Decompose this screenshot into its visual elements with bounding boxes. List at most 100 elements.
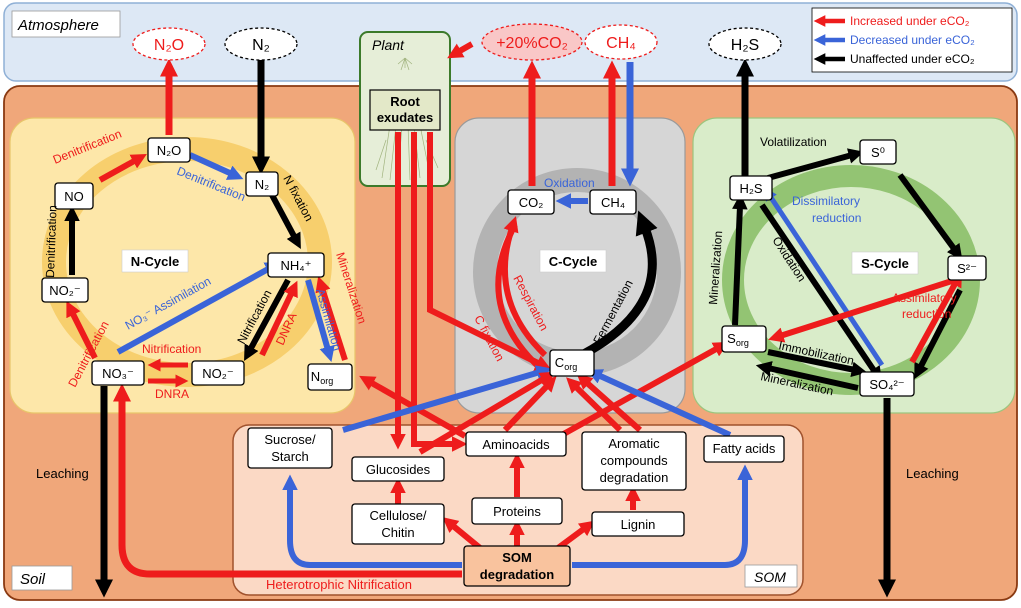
gas-n2-bubble	[224, 27, 298, 61]
s-label-dissimilatory-line1: Dissimilatory	[792, 194, 860, 208]
gas-co2-label: +20%CO₂	[496, 35, 568, 52]
leaching-right-label: Leaching	[906, 466, 959, 481]
som-label: SOM	[754, 569, 786, 585]
arrow-nh4-to-no2-nitrification	[244, 278, 291, 361]
arrow-n2o-to-n2	[188, 152, 244, 180]
arrows-layer	[64, 41, 963, 598]
som-node-degradation-line1: SOM	[502, 550, 532, 565]
root-exudates-label-line1: Root	[390, 94, 420, 109]
som-node-lignin-box	[591, 511, 685, 537]
s-label-volatilization: Volatilization	[760, 135, 827, 149]
s-node-sorg-box	[721, 325, 767, 353]
n-node-n2: N₂	[255, 177, 269, 192]
s-node-h2s-box	[729, 175, 773, 201]
som-node-aromatic-line2: compounds	[600, 453, 668, 468]
legend-unaffected-label: Unaffected under eCO₂	[850, 52, 975, 66]
s-node-h2s: H₂S	[739, 181, 762, 196]
arrow-no2-to-nh4-dnra	[259, 280, 298, 357]
som-node-cellulose-line1: Cellulose/	[369, 508, 426, 523]
arrow-heterotrophic-nitrification	[112, 383, 462, 578]
n-cycle-title: N-Cycle	[131, 254, 179, 269]
arrow-n2-to-nh4	[269, 193, 301, 250]
c-node-co2: CO₂	[519, 195, 544, 210]
gas-ch4-bubble	[584, 24, 658, 60]
arrow-sorg-to-h2s	[732, 193, 748, 326]
arrow-som-to-sucrose	[282, 474, 462, 568]
n-label-dnra-bottom: DNRA	[155, 387, 189, 401]
n-label-denitrification-left: Denitrification	[43, 205, 60, 278]
arrow-s0-to-s2	[897, 173, 963, 261]
som-node-fatty-acids: Fatty acids	[713, 441, 776, 456]
arrow-norg-to-nh4-mineralization	[315, 276, 348, 361]
arrow-so4-to-s2	[909, 271, 963, 364]
gas-co2-bubble	[481, 23, 583, 61]
c-cycle-title: C-Cycle	[549, 254, 597, 269]
som-node-sucrose-box	[247, 427, 333, 469]
gas-n2o-label: N₂O	[154, 37, 184, 54]
gas-n2-label: N₂	[252, 37, 270, 54]
arrow-aminoacids-to-corg	[502, 375, 557, 433]
s-node-so4: SO₄²⁻	[869, 377, 904, 392]
n-node-no2-left: NO₂⁻	[49, 283, 80, 298]
arrow-som-to-lignin	[556, 520, 596, 551]
s-node-s0-box	[859, 139, 897, 165]
s-label-assimilatory-line2: reduction	[902, 307, 951, 321]
n-node-norg-main: N	[311, 369, 320, 384]
gas-h2s-label: H₂S	[731, 37, 759, 54]
arrow-glucosides-to-corg	[418, 371, 556, 455]
n-node-nh4-box	[267, 252, 325, 278]
s-node-sorg-main: S	[727, 331, 736, 346]
som-node-glucosides-box	[351, 456, 445, 482]
som-node-cellulose-box	[351, 503, 445, 545]
arrow-sucrose-to-corg	[342, 365, 552, 433]
arrow-som-to-cellulose	[442, 517, 482, 551]
n-node-n2o: N₂O	[157, 143, 182, 158]
c-node-ch4-box	[589, 189, 637, 215]
som-node-sucrose-line2: Starch	[271, 449, 309, 464]
legend-increased-label: Increased under eCO₂	[850, 14, 970, 28]
soil-label: Soil	[20, 571, 46, 588]
arrow-so4-to-h2s-dissimilatory	[764, 187, 885, 367]
n-node-norg-sub: org	[320, 376, 333, 386]
c-label-oxidation: Oxidation	[544, 176, 595, 190]
n-cycle-title-box	[121, 249, 189, 273]
n-node-n2-box	[245, 171, 279, 197]
gas-ch4-label: CH₄	[606, 35, 636, 52]
s-node-so4-box	[859, 371, 915, 397]
n-node-norg: Norg	[311, 369, 333, 386]
n-node-no3: NO₃⁻	[102, 366, 134, 381]
som-node-aminoacids-box	[465, 431, 567, 457]
som-node-proteins-box	[471, 497, 563, 525]
arrow-co2-to-plant	[447, 41, 474, 59]
c-node-corg-main: C	[555, 355, 564, 370]
som-node-lignin: Lignin	[621, 517, 656, 532]
arrow-no-to-n2o	[98, 153, 147, 183]
gas-h2s-bubble	[708, 27, 782, 61]
c-cycle-title-box	[539, 249, 607, 273]
arrow-h2s-to-so4-oxidation	[759, 203, 882, 383]
som-node-degradation-line2: degradation	[480, 567, 554, 582]
som-node-cellulose-line2: Chitin	[381, 525, 414, 540]
arrow-s2-to-sorg-assimilatory	[768, 277, 956, 343]
s-node-s2-box	[947, 255, 987, 281]
root-exudates-box	[369, 89, 441, 131]
arrow-so4-to-sorg-mineralization	[755, 361, 859, 391]
s-node-s2: S²⁻	[957, 261, 977, 276]
s-cycle-title: S-Cycle	[861, 256, 909, 271]
n-label-nitrification-red: Nitrification	[142, 342, 201, 356]
arrow-s2-to-so4	[914, 288, 963, 380]
s-cycle-title-box	[851, 251, 919, 275]
n-node-no2-left-box	[41, 277, 89, 303]
arrow-som-to-fatty-acids	[572, 464, 753, 568]
c-node-co2-box	[507, 189, 555, 215]
arrow-no3-assimilation	[116, 261, 281, 355]
n-node-norg-box	[307, 363, 353, 391]
som-node-degradation-box	[463, 545, 571, 587]
s-label-mineralization-left: Mineralization	[706, 230, 725, 305]
som-label-box	[744, 564, 798, 588]
som-node-fatty-acids-box	[703, 435, 785, 463]
n-node-no3-box	[91, 360, 145, 386]
arrow-aromatic-to-corg-1	[566, 377, 623, 433]
